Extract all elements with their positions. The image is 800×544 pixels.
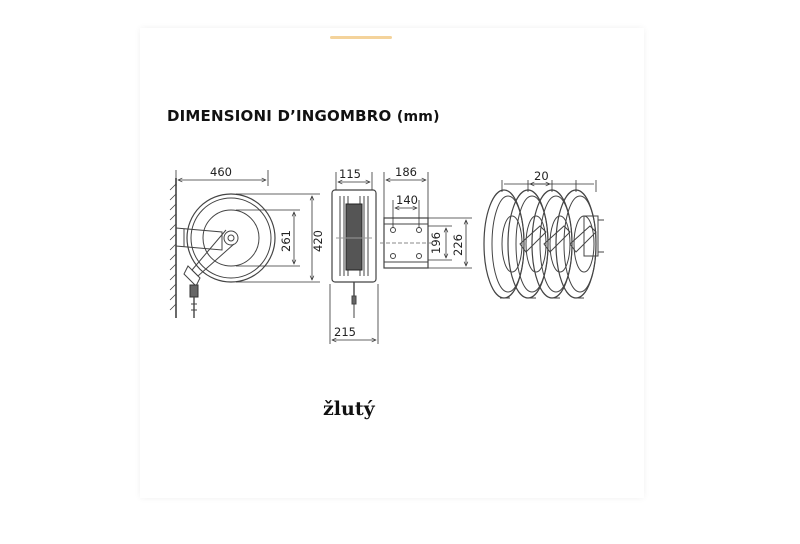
bracket-view xyxy=(380,217,432,269)
color-caption: žlutý xyxy=(323,398,375,420)
dim-420: 420 xyxy=(311,230,325,252)
title-main: DIMENSIONI D’INGOMBRO xyxy=(167,107,392,125)
page-title: DIMENSIONI D’INGOMBRO (mm) xyxy=(167,107,440,125)
dim-460: 460 xyxy=(210,165,232,179)
dim-20: 20 xyxy=(534,169,549,183)
accent-bar xyxy=(330,36,392,39)
reel-1 xyxy=(483,189,525,299)
dim-226: 226 xyxy=(451,234,465,256)
content-panel xyxy=(140,28,644,498)
multi-reel-dimensions: 20 xyxy=(501,169,597,192)
dim-261: 261 xyxy=(279,230,293,252)
bracket-dimensions: 186 140 196 226 xyxy=(383,165,472,269)
side-view xyxy=(169,178,276,318)
reel-3 xyxy=(531,189,573,299)
front-view xyxy=(331,189,377,318)
dim-186: 186 xyxy=(395,165,417,179)
side-view-dimensions: 460 420 261 xyxy=(175,165,325,283)
reel-2 xyxy=(507,189,549,299)
dim-115: 115 xyxy=(339,167,361,181)
dim-215: 215 xyxy=(334,325,356,339)
dim-196: 196 xyxy=(429,232,443,254)
reel-4 xyxy=(555,189,597,299)
dim-140: 140 xyxy=(396,193,418,207)
title-unit: (mm) xyxy=(396,109,440,125)
front-view-dimensions: 115 215 xyxy=(329,167,379,344)
multi-reel-view xyxy=(483,189,604,299)
